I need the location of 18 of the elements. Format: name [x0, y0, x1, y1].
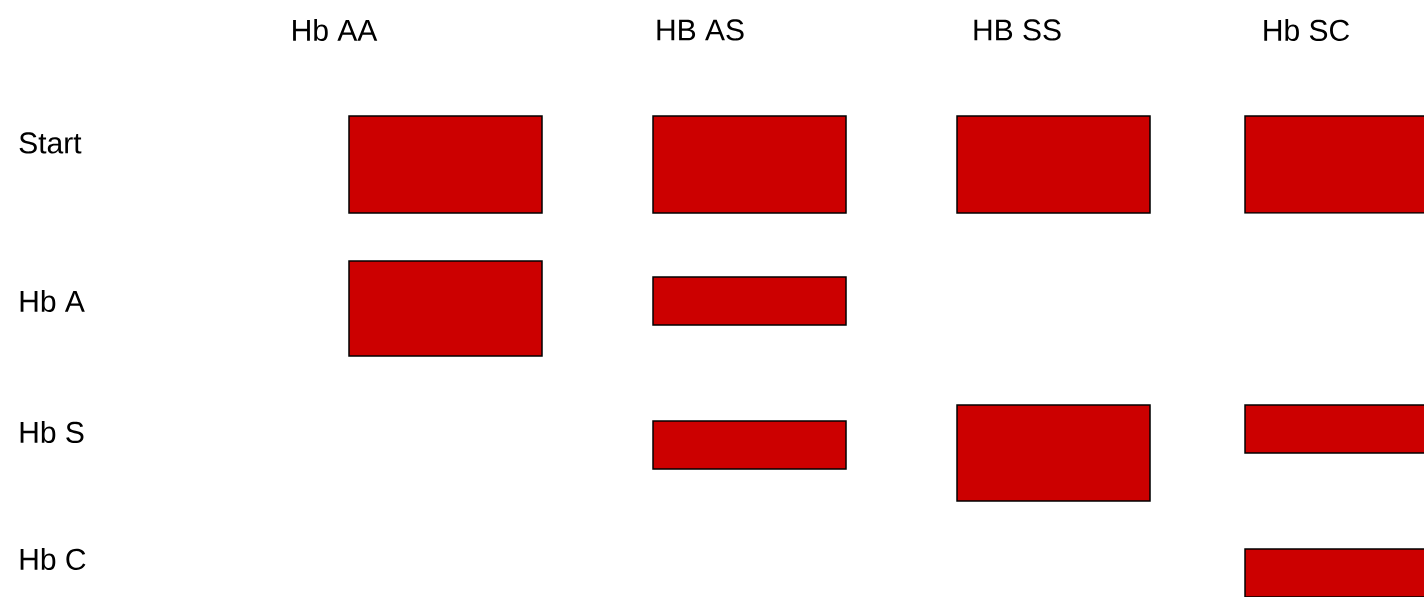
gel-band [1244, 548, 1424, 597]
gel-band [652, 420, 847, 470]
gel-band [652, 115, 847, 214]
row-label: Hb S [20, 421, 84, 443]
gel-band [1244, 404, 1424, 454]
column-heading: Hb AA [293, 19, 378, 41]
row-label: Start [19, 132, 82, 154]
gel-band [956, 404, 1151, 502]
row-label: Hb A [20, 290, 85, 312]
column-heading: HB SS [974, 19, 1061, 41]
row-label: Hb C [20, 548, 86, 570]
column-heading: HB AS [657, 19, 744, 41]
gel-band [956, 115, 1151, 214]
gel-band [652, 276, 847, 326]
column-heading: Hb SC [1264, 19, 1350, 41]
gel-band [348, 260, 543, 357]
gel-band [1244, 115, 1424, 214]
gel-band [348, 115, 543, 214]
